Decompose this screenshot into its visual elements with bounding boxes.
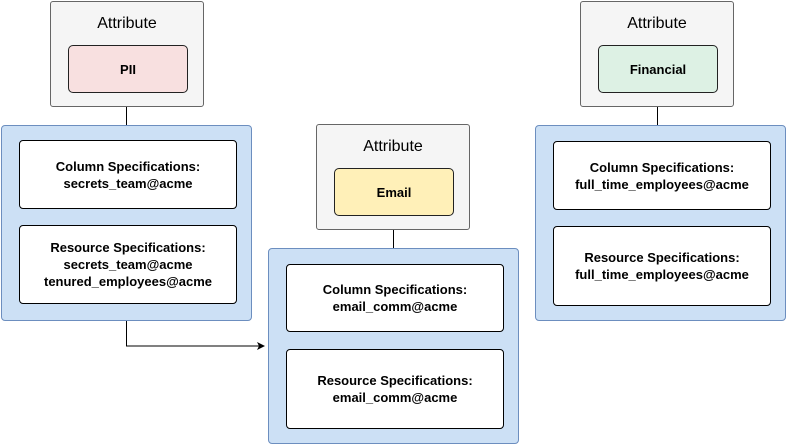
email-attribute-box: Attribute Email [316, 124, 470, 230]
email-column-spec: Column Specifications: email_comm@acme [286, 264, 504, 332]
pii-column-spec-line: secrets_team@acme [63, 175, 193, 191]
pii-attribute-box: Attribute PII [50, 1, 204, 107]
financial-column-spec: Column Specifications: full_time_employe… [553, 141, 771, 210]
pii-tag: PII [68, 45, 188, 93]
pii-spec-group: Column Specifications: secrets_team@acme… [1, 125, 252, 321]
financial-tag: Financial [598, 45, 718, 93]
pii-resource-spec: Resource Specifications: secrets_team@ac… [19, 225, 237, 304]
pii-resource-spec-heading: Resource Specifications: [50, 240, 206, 255]
pii-resource-spec-line: secrets_team@acme [63, 257, 193, 272]
financial-resource-spec-line: full_time_employees@acme [575, 267, 749, 282]
email-spec-group: Column Specifications: email_comm@acme R… [268, 248, 519, 444]
email-tag-label: Email [376, 184, 412, 200]
pii-attribute-title: Attribute [97, 15, 157, 32]
email-resource-spec-heading: Resource Specifications: [317, 373, 473, 388]
financial-attribute-title: Attribute [627, 15, 687, 32]
financial-resource-spec: Resource Specifications: full_time_emplo… [553, 226, 771, 306]
email-column-spec-heading: Column Specifications: [322, 282, 468, 297]
pii-column-spec-heading: Column Specifications: [55, 158, 201, 174]
email-attribute-title: Attribute [363, 138, 423, 155]
pii-column-spec: Column Specifications: secrets_team@acme [19, 140, 237, 209]
financial-attribute-box: Attribute Financial [580, 1, 734, 107]
email-tag: Email [334, 168, 454, 216]
email-resource-spec-line: email_comm@acme [332, 390, 458, 405]
financial-column-spec-heading: Column Specifications: [589, 159, 735, 175]
financial-tag-label: Financial [629, 61, 687, 77]
email-column-spec-line: email_comm@acme [332, 299, 458, 314]
pii-to-email-arrow [126, 320, 265, 350]
financial-resource-spec-heading: Resource Specifications: [584, 250, 740, 265]
financial-spec-group: Column Specifications: full_time_employe… [535, 125, 786, 321]
financial-column-spec-line: full_time_employees@acme [575, 176, 749, 192]
email-resource-spec: Resource Specifications: email_comm@acme [286, 349, 504, 429]
pii-tag-label: PII [120, 61, 136, 77]
pii-resource-spec-line: tenured_employees@acme [43, 274, 213, 289]
